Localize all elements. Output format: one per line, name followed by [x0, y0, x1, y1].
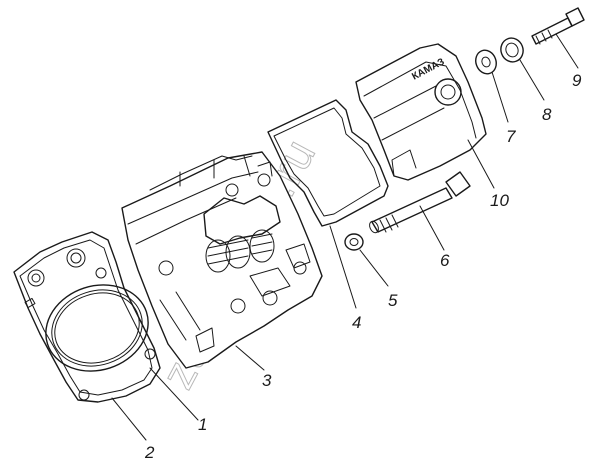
combustion-seal-ring [45, 284, 149, 372]
head-gasket-plate [13, 231, 161, 403]
leader-8 [519, 59, 545, 101]
seal-washer [500, 37, 524, 63]
leader-3 [235, 345, 265, 371]
callout-9: 9 [572, 71, 582, 90]
callout-3: 3 [262, 371, 272, 390]
callout-8: 8 [542, 105, 552, 124]
callout-1: 1 [198, 415, 207, 434]
callout-5: 5 [388, 291, 398, 310]
long-bolt [369, 171, 471, 234]
washer [344, 233, 364, 251]
callout-4: 4 [352, 313, 361, 332]
callouts: 1 2 3 4 5 6 7 8 9 10 [144, 71, 582, 462]
leader-1 [149, 367, 199, 421]
leader-9 [555, 33, 579, 69]
callout-10: 10 [490, 191, 509, 210]
leader-lines [111, 33, 579, 441]
leader-6 [419, 205, 445, 251]
leader-2 [111, 397, 147, 441]
leader-10 [467, 139, 495, 189]
cylinder-head [121, 151, 323, 369]
leader-7 [491, 71, 509, 123]
top-washer [475, 49, 497, 75]
short-bolt [531, 7, 585, 45]
leader-5 [359, 249, 389, 287]
rocker-cover-gasket [267, 99, 389, 227]
rocker-cover: КАМАЗ [355, 43, 487, 181]
leader-4 [329, 225, 357, 309]
callout-7: 7 [506, 127, 516, 146]
callout-2: 2 [144, 443, 155, 462]
callout-6: 6 [440, 251, 450, 270]
